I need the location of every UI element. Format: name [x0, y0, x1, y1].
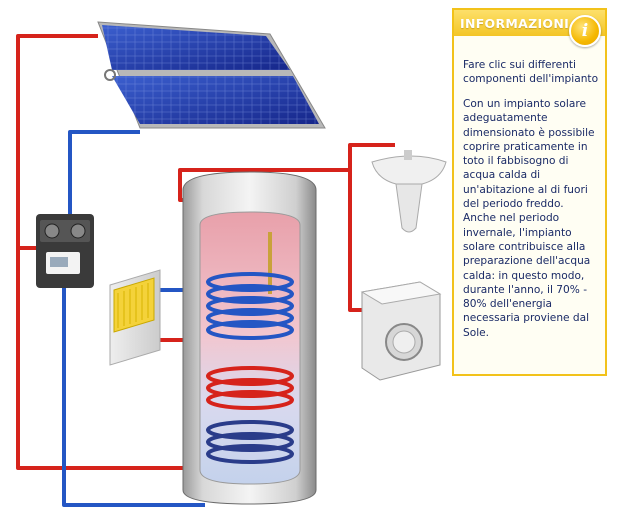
- body-line: invernale, l'impianto: [463, 226, 572, 239]
- solar-system-diagram: [16, 21, 447, 507]
- body-line: calda: in questo modo,: [463, 269, 585, 282]
- body-line: Con un impianto solare: [463, 98, 586, 110]
- solar-panel[interactable]: [97, 21, 326, 129]
- upper-coil: [206, 272, 294, 340]
- body-line: del periodo freddo.: [463, 198, 564, 211]
- body-line: necessaria proviene dal: [463, 312, 590, 325]
- body-line: acqua calda di: [463, 169, 541, 182]
- storage-tank[interactable]: [182, 171, 317, 505]
- body-line: durante l'anno, il 70% -: [463, 283, 588, 296]
- red-coil: [206, 366, 294, 410]
- sink[interactable]: [371, 150, 447, 233]
- body-line: un'abitazione al di fuori: [463, 183, 588, 196]
- info-hint-text: Fare clic sui differenti componenti dell…: [463, 58, 599, 87]
- hint-line: Fare clic sui differenti: [463, 59, 577, 71]
- body-line: adeguatamente: [463, 112, 548, 125]
- washing-machine[interactable]: [360, 281, 442, 381]
- body-line: preparazione dell'acqua: [463, 255, 591, 268]
- info-panel: INFORMAZIONI i Fare clic sui differenti …: [452, 8, 607, 376]
- body-line: coprire praticamente in: [463, 140, 588, 153]
- controller-box[interactable]: [109, 269, 161, 366]
- info-panel-title: INFORMAZIONI: [460, 15, 570, 31]
- hint-line: componenti dell'impianto: [463, 73, 599, 86]
- body-line: Anche nel periodo: [463, 212, 560, 225]
- pump-station[interactable]: [36, 214, 94, 288]
- body-line: 80% dell'energia: [463, 298, 553, 311]
- body-line: solare contribuisce alla: [463, 240, 586, 253]
- info-icon[interactable]: i: [569, 15, 601, 47]
- body-line: toto il fabbisogno di: [463, 155, 569, 168]
- lower-coil: [206, 420, 294, 464]
- body-line: dimensionato è possibile: [463, 126, 595, 139]
- body-line: Sole.: [463, 326, 490, 339]
